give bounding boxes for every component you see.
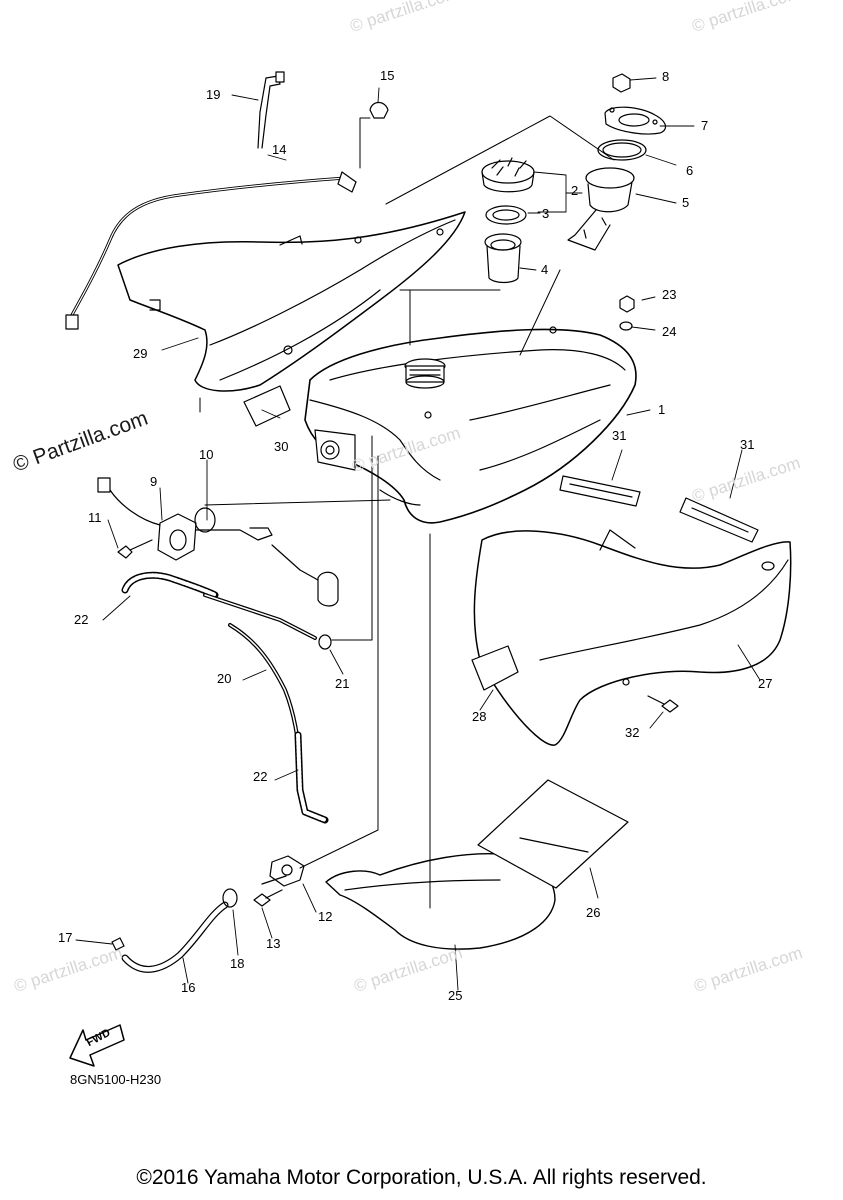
damper-part-28 — [471, 645, 519, 691]
assembly-lines — [199, 115, 615, 909]
filler-neck-part-4 — [484, 233, 522, 284]
callout-21: 21 — [335, 676, 350, 691]
side-panel-left-part-29 — [117, 211, 466, 392]
pump-retainer-part-7 — [604, 106, 666, 135]
side-panel-right-part-27 — [473, 529, 792, 746]
damper-part-30 — [243, 385, 291, 427]
hose-part-16 — [121, 901, 229, 973]
bolt-part-11 — [117, 539, 153, 559]
figure-code: 8GN5100-H230 — [70, 1072, 162, 1087]
callout-24: 24 — [662, 324, 677, 339]
callout-18: 18 — [230, 956, 245, 971]
callout-1: 1 — [658, 402, 666, 417]
fuel-sender-part-9 — [97, 477, 339, 607]
gasket-part-10 — [194, 507, 216, 533]
callout-5: 5 — [682, 195, 690, 210]
bolt-part-32 — [647, 695, 679, 713]
callout-19: 19 — [206, 87, 221, 102]
callout-25: 25 — [448, 988, 463, 1003]
callout-28: 28 — [472, 709, 487, 724]
fuel-pump-part-5 — [567, 167, 635, 251]
callout-32: 32 — [625, 725, 640, 740]
clamp-part-15 — [369, 101, 389, 119]
leader-lines — [75, 77, 761, 991]
bolt-part-13 — [253, 875, 287, 907]
callout-10: 10 — [199, 447, 214, 462]
callout-13: 13 — [266, 936, 281, 951]
callout-2: 2 — [571, 183, 579, 198]
pump-gasket-part-6 — [597, 139, 647, 161]
sheet-part-26 — [477, 779, 629, 889]
hose-part-22-lower — [294, 731, 329, 824]
callout-27: 27 — [758, 676, 773, 691]
callout-26: 26 — [586, 905, 601, 920]
callout-30: 30 — [274, 439, 289, 454]
callout-31-left: 31 — [612, 428, 627, 443]
callout-29: 29 — [133, 346, 148, 361]
clamp-part-17 — [111, 937, 125, 951]
callout-11: 11 — [88, 510, 102, 525]
cap-gasket-part-3 — [485, 205, 527, 225]
callout-31-right: 31 — [740, 437, 755, 452]
washer-part-24 — [619, 321, 633, 331]
rubber-part-31b — [679, 497, 759, 543]
callout-8: 8 — [662, 69, 670, 84]
callout-9: 9 — [150, 474, 158, 489]
fuel-tank-exploded-view — [65, 71, 792, 1067]
breather-hose-part-14 — [65, 171, 357, 330]
callout-4: 4 — [541, 262, 549, 277]
band-part-19 — [257, 71, 285, 149]
callout-16: 16 — [181, 980, 196, 995]
callout-17: 17 — [58, 930, 73, 945]
callout-14: 14 — [272, 142, 287, 157]
clip-part-21 — [318, 634, 332, 650]
callout-6: 6 — [686, 163, 694, 178]
clamp-part-18 — [222, 888, 238, 908]
nut-part-8 — [612, 73, 631, 93]
fuel-tank-part-1 — [304, 326, 637, 524]
fwd-arrow-icon — [69, 1024, 125, 1067]
callout-23: 23 — [662, 287, 677, 302]
callout-22-upper: 22 — [74, 612, 89, 627]
fitting-part-12 — [269, 855, 305, 887]
copyright-notice: ©2016 Yamaha Motor Corporation, U.S.A. A… — [136, 1166, 707, 1189]
callout-20: 20 — [217, 671, 232, 686]
callout-22-lower: 22 — [253, 769, 268, 784]
nut-part-23 — [619, 295, 635, 313]
callout-7: 7 — [701, 118, 709, 133]
callout-15: 15 — [380, 68, 395, 83]
protector-part-25 — [325, 853, 556, 950]
hose-part-22-upper — [121, 571, 219, 599]
callout-12: 12 — [318, 909, 333, 924]
callout-3: 3 — [542, 206, 550, 221]
rubber-part-31a — [559, 475, 641, 507]
fuel-cap-part-2 — [481, 157, 535, 193]
